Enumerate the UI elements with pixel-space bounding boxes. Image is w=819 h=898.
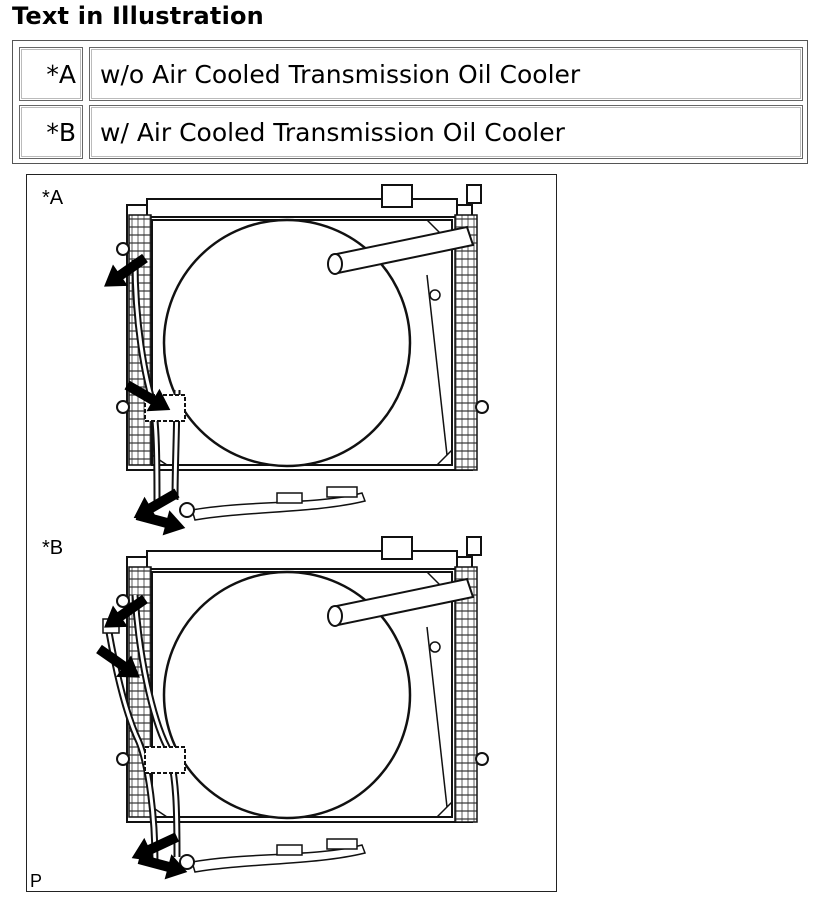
illustration-label-b: *B: [42, 537, 64, 559]
legend-code-a: *A: [19, 47, 83, 101]
legend-table: *A w/o Air Cooled Transmission Oil Coole…: [12, 40, 808, 164]
radiator-diagram-b: [91, 535, 490, 885]
radiator-diagram-a: [96, 183, 490, 541]
legend-code-b: *B: [19, 105, 83, 159]
illustration-corner-code: P: [30, 871, 43, 891]
illustration-label-a: *A: [42, 187, 64, 209]
illustration-frame: *A *B P: [26, 174, 557, 892]
page-title: Text in Illustration: [12, 2, 264, 30]
radiator-illustration: [91, 183, 490, 885]
legend-desc-a: w/o Air Cooled Transmission Oil Cooler: [89, 47, 803, 101]
legend-desc-b: w/ Air Cooled Transmission Oil Cooler: [89, 105, 803, 159]
